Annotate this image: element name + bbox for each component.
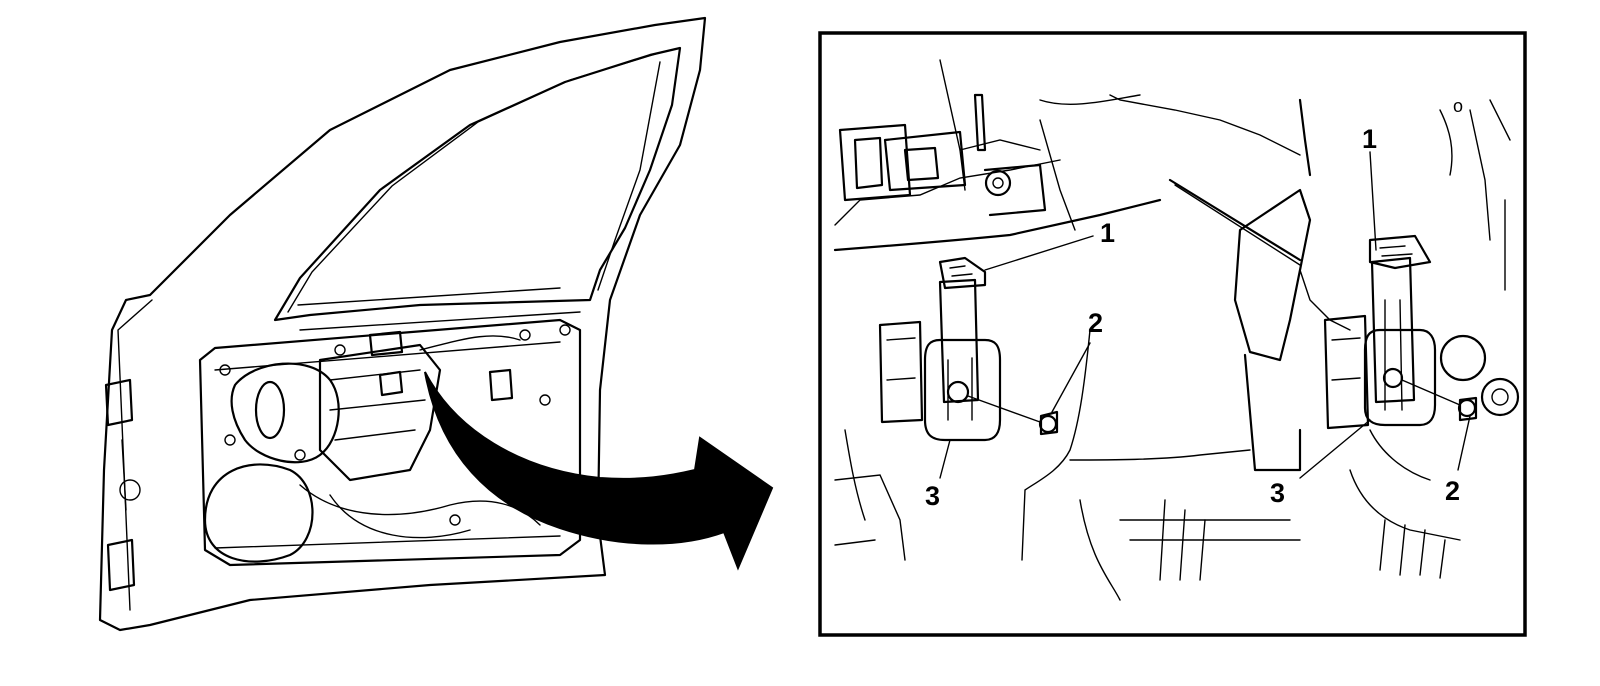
callout-left-screw: 2: [1088, 308, 1103, 338]
left-mount-plate: [878, 320, 924, 424]
detail-inset: o: [818, 31, 1527, 637]
right-clip: [1368, 234, 1432, 270]
callout-arrow: [424, 371, 774, 571]
left-screw-hole: [946, 380, 970, 404]
callout-right-clip: 1: [1362, 124, 1377, 154]
left-clip: [938, 256, 987, 290]
detail-frame: [818, 31, 1527, 637]
svg-text:o: o: [1453, 96, 1463, 116]
callout-left-bracket: 3: [925, 481, 940, 511]
right-bracket: [1363, 328, 1437, 427]
door-overview: [98, 16, 707, 632]
left-bracket: [923, 338, 1002, 442]
right-retainer-strap: [1370, 256, 1416, 404]
right-mount-plate: [1323, 314, 1370, 430]
callout-right-screw: 2: [1445, 476, 1460, 506]
callout-left-clip: 1: [1100, 218, 1115, 248]
callout-right-bracket: 3: [1270, 478, 1285, 508]
right-screw-hole: [1382, 367, 1404, 389]
